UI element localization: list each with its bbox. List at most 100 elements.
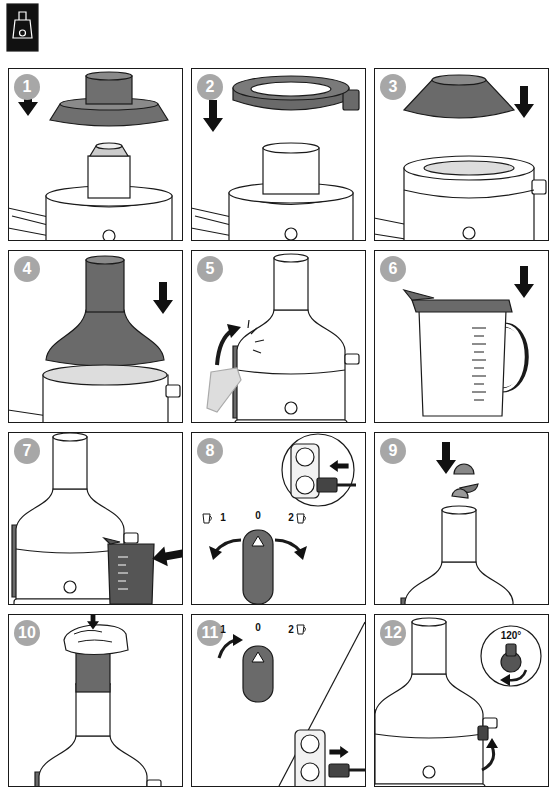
step-number: 3 (380, 74, 406, 100)
clip-handle-illustration (207, 368, 241, 412)
pusher-illustration (74, 630, 112, 642)
pusher-illustration (87, 614, 99, 630)
switch-on-illustration (291, 444, 319, 498)
cone-placement-illustration (514, 86, 534, 118)
lid-placement-illustration (86, 256, 124, 264)
jug-lid-illustration (404, 266, 534, 416)
step-number: 1 (14, 74, 40, 100)
unlock-knob-illustration (478, 726, 488, 740)
step-number: 4 (14, 256, 40, 282)
step-number: 5 (197, 256, 223, 282)
step-panel: 9 (374, 432, 549, 605)
jug-lid-illustration (412, 300, 512, 312)
unlock-knob-illustration (500, 674, 510, 686)
step-number: 9 (380, 438, 406, 464)
switch-on-illustration (329, 460, 348, 472)
ring-placement-illustration (191, 76, 359, 240)
add-fruit-illustration (401, 442, 527, 604)
switch-off-illustration (203, 622, 365, 786)
cone-placement-illustration (532, 180, 546, 194)
unlock-knob-illustration (506, 644, 516, 656)
switch-off-illustration (301, 735, 319, 753)
jug-position-illustration (104, 538, 120, 544)
rotation-angle-label: 120° (501, 630, 522, 642)
lid-placement-illustration (43, 365, 167, 385)
ring-placement-illustration (233, 76, 349, 100)
add-fruit-illustration (436, 442, 456, 474)
step-number: 11 (197, 620, 223, 646)
ring-placement-illustration (203, 100, 223, 132)
cone-placement-illustration (404, 190, 534, 198)
switch-off-illustration (243, 646, 273, 702)
step-number: 10 (14, 620, 40, 646)
cone-placement-illustration (404, 80, 514, 118)
switch-on-illustration (296, 476, 314, 494)
add-fruit-illustration (452, 489, 468, 498)
step-panel: 11 (191, 614, 366, 787)
lid-placement-illustration (153, 282, 173, 314)
step-panel: 8 (191, 432, 366, 605)
switch-off-illustration (297, 625, 305, 634)
lid-placement-illustration (166, 385, 180, 397)
lid-placement-illustration (86, 260, 124, 312)
clip-handle-illustration (227, 324, 241, 338)
pusher-illustration (35, 680, 161, 786)
unlock-knob-illustration (508, 670, 526, 680)
product-icon (13, 12, 32, 38)
jug-position-illustration (151, 543, 182, 568)
ring-placement-illustration (343, 90, 359, 110)
switch-off-illustration (295, 730, 325, 786)
switch-off-illustration (233, 634, 243, 646)
illustration (7, 4, 546, 794)
switch-off-illustration (252, 652, 264, 662)
step-panel: 3 (374, 68, 549, 241)
cone-placement-illustration (374, 75, 546, 240)
product-icon (7, 4, 38, 51)
clip-handle-illustration (233, 254, 359, 422)
switch-position-label: 1 (220, 624, 226, 636)
switch-position-label: 2 (288, 512, 294, 524)
switch-on-illustration (294, 546, 307, 560)
ring-placement-illustration (285, 228, 297, 240)
switch-on-illustration (282, 434, 354, 506)
step-number: 8 (197, 438, 223, 464)
jug-position-illustration (108, 544, 154, 604)
filter-placement-illustration (8, 72, 172, 240)
switch-on-illustration (252, 536, 264, 546)
filter-placement-illustration (86, 72, 132, 80)
jug-lid-illustration (419, 310, 506, 416)
ring-placement-illustration (251, 82, 331, 96)
jug-lid-illustration (472, 328, 486, 400)
step-number: 2 (197, 74, 223, 100)
jug-position-illustration (12, 433, 182, 604)
clip-handle-illustration (248, 320, 264, 353)
switch-on-illustration (203, 514, 211, 523)
pusher-illustration (64, 625, 128, 655)
step-panel: 4 (8, 250, 183, 423)
step-panel: 1 (8, 68, 183, 241)
unlock-knob-illustration (374, 618, 541, 786)
switch-position-label: 0 (255, 510, 261, 522)
switch-on-illustration (297, 514, 305, 523)
step-number: 7 (14, 438, 40, 464)
step-panel: 5 (191, 250, 366, 423)
filter-placement-illustration (96, 143, 122, 149)
add-fruit-illustration (401, 506, 527, 604)
switch-on-illustration (275, 540, 301, 552)
lid-placement-illustration (8, 410, 48, 416)
lid-placement-illustration (46, 310, 164, 366)
product-icon (7, 4, 38, 51)
pusher-illustration (35, 614, 161, 786)
switch-off-illustration (301, 763, 319, 781)
step-number: 12 (380, 620, 406, 646)
lid-placement-illustration (8, 256, 180, 422)
switch-off-illustration (329, 746, 348, 758)
unlock-knob-illustration (482, 746, 494, 770)
step-panel: 6 (374, 250, 549, 423)
switch-on-illustration (296, 448, 314, 466)
step-number: 6 (380, 256, 406, 282)
unlock-knob-illustration (486, 738, 498, 748)
switch-on-illustration (209, 546, 222, 560)
